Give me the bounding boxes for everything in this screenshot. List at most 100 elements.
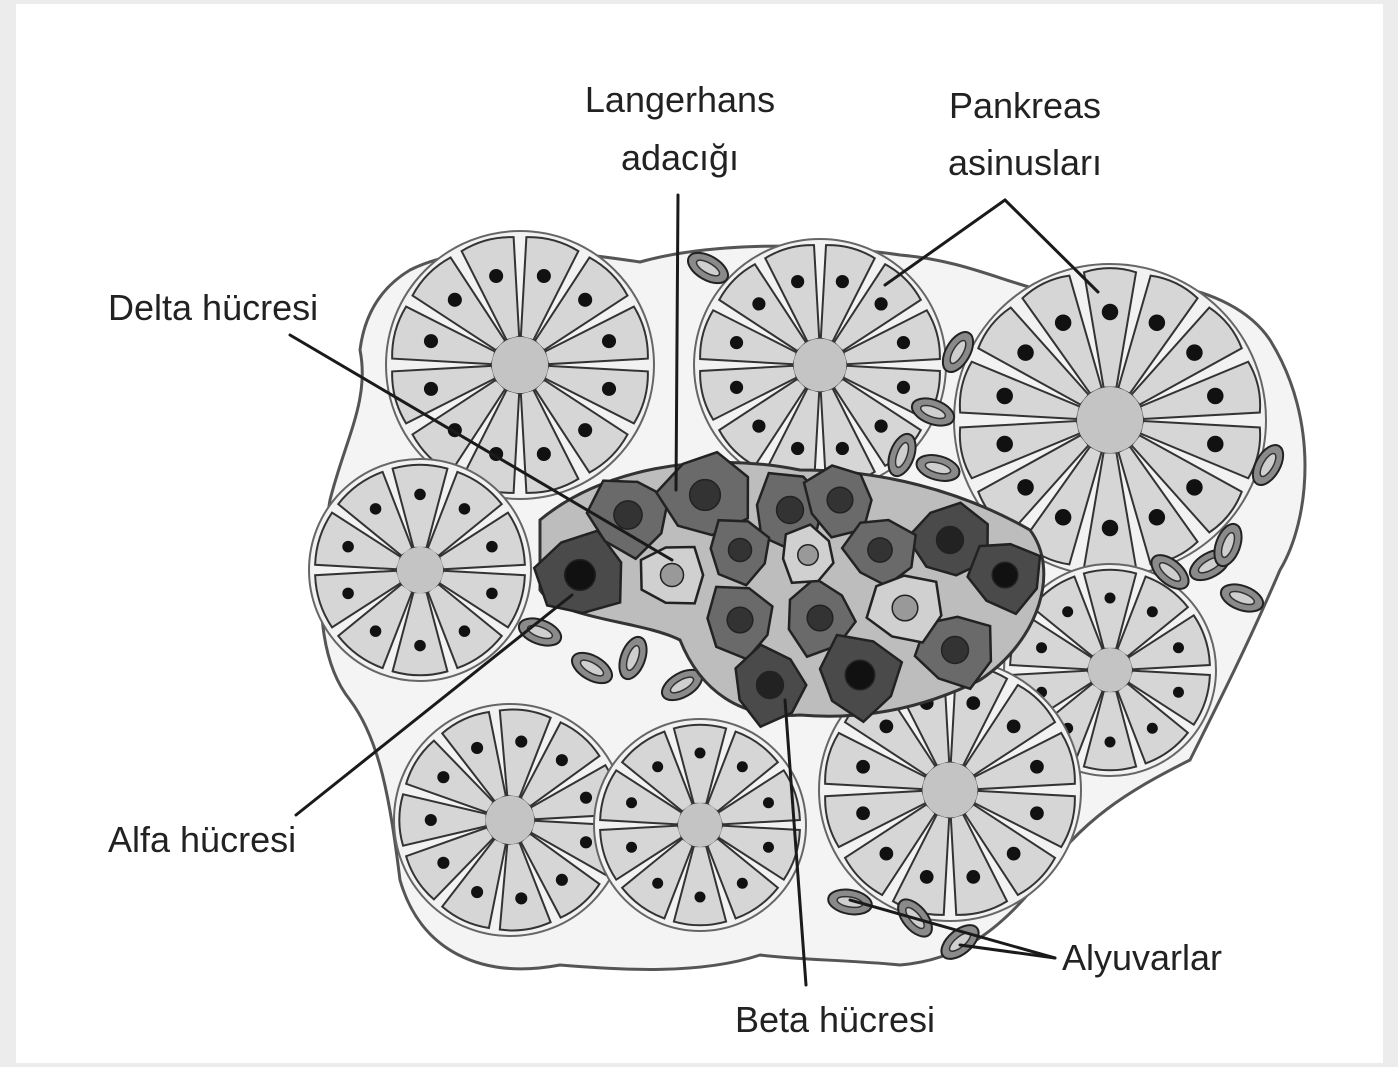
acinus bbox=[594, 719, 806, 931]
cell-nucleus bbox=[920, 870, 934, 884]
islet-cell-nucleus bbox=[727, 607, 753, 633]
cell-nucleus bbox=[1062, 606, 1073, 617]
cell-nucleus bbox=[730, 381, 743, 394]
islet-cell-nucleus bbox=[614, 501, 642, 529]
islet-cell-nucleus bbox=[992, 562, 1018, 588]
islet-cell-nucleus bbox=[892, 595, 918, 621]
islet-cell-nucleus bbox=[942, 637, 969, 664]
cell-nucleus bbox=[537, 447, 551, 461]
cell-nucleus bbox=[425, 814, 437, 826]
cell-nucleus bbox=[996, 388, 1013, 405]
cell-nucleus bbox=[1147, 606, 1158, 617]
islet-cell-nucleus bbox=[660, 563, 683, 586]
cell-nucleus bbox=[424, 334, 438, 348]
cell-nucleus bbox=[966, 696, 980, 710]
cell-nucleus bbox=[486, 541, 498, 553]
cell-nucleus bbox=[471, 742, 483, 754]
cell-nucleus bbox=[424, 382, 438, 396]
cell-nucleus bbox=[966, 870, 980, 884]
cell-nucleus bbox=[791, 275, 804, 288]
cell-nucleus bbox=[515, 736, 527, 748]
islet-cell-nucleus bbox=[845, 660, 874, 689]
islet-cell-nucleus bbox=[937, 527, 964, 554]
cell-nucleus bbox=[856, 806, 870, 820]
cell-nucleus bbox=[1055, 509, 1072, 526]
islet-cell-nucleus bbox=[777, 497, 804, 524]
cell-nucleus bbox=[578, 293, 592, 307]
cell-nucleus bbox=[342, 541, 354, 553]
cell-nucleus bbox=[1173, 642, 1184, 653]
cell-nucleus bbox=[737, 878, 748, 889]
cell-nucleus bbox=[1055, 314, 1072, 331]
cell-nucleus bbox=[342, 588, 354, 600]
cell-nucleus bbox=[626, 797, 637, 808]
cell-nucleus bbox=[471, 886, 483, 898]
cell-nucleus bbox=[1186, 344, 1203, 361]
cell-nucleus bbox=[626, 842, 637, 853]
cell-nucleus bbox=[791, 442, 804, 455]
leader-langerhans bbox=[676, 195, 678, 490]
cell-nucleus bbox=[580, 836, 592, 848]
cell-nucleus bbox=[370, 503, 382, 515]
islet-cell-nucleus bbox=[690, 480, 721, 511]
islet-cell-nucleus bbox=[868, 538, 892, 562]
label-alfa: Alfa hücresi bbox=[108, 819, 296, 860]
cell-nucleus bbox=[1030, 806, 1044, 820]
cell-nucleus bbox=[602, 334, 616, 348]
label-beta: Beta hücresi bbox=[735, 999, 935, 1040]
acinus-lumen bbox=[923, 763, 978, 818]
cell-nucleus bbox=[1102, 304, 1119, 321]
label-pankreas-line2: asinusları bbox=[948, 142, 1102, 183]
cell-nucleus bbox=[652, 761, 663, 772]
cell-nucleus bbox=[856, 760, 870, 774]
cell-nucleus bbox=[578, 423, 592, 437]
cell-nucleus bbox=[486, 588, 498, 600]
cell-nucleus bbox=[763, 797, 774, 808]
acinus-lumen bbox=[492, 337, 548, 393]
acinus-lumen bbox=[1088, 648, 1132, 692]
cell-nucleus bbox=[1207, 388, 1224, 405]
cell-nucleus bbox=[1149, 314, 1166, 331]
cell-nucleus bbox=[515, 892, 527, 904]
cell-nucleus bbox=[1149, 509, 1166, 526]
acinus-lumen bbox=[794, 339, 847, 392]
cell-nucleus bbox=[1207, 436, 1224, 453]
acinus-lumen bbox=[1077, 387, 1143, 453]
cell-nucleus bbox=[752, 297, 765, 310]
islet-cell-nucleus bbox=[728, 538, 751, 561]
cell-nucleus bbox=[556, 754, 568, 766]
cell-nucleus bbox=[414, 640, 426, 652]
cell-nucleus bbox=[370, 625, 382, 637]
cell-nucleus bbox=[752, 419, 765, 432]
cell-nucleus bbox=[695, 892, 706, 903]
cell-nucleus bbox=[1036, 642, 1047, 653]
label-alyuvarlar: Alyuvarlar bbox=[1062, 937, 1222, 978]
label-langerhans-line1: Langerhans bbox=[585, 79, 775, 120]
cell-nucleus bbox=[1007, 847, 1021, 861]
acinus-lumen bbox=[678, 803, 722, 847]
cell-nucleus bbox=[537, 269, 551, 283]
islet-cell-nucleus bbox=[798, 545, 818, 565]
cell-nucleus bbox=[897, 336, 910, 349]
cell-nucleus bbox=[1017, 344, 1034, 361]
cell-nucleus bbox=[897, 381, 910, 394]
cell-nucleus bbox=[1186, 479, 1203, 496]
islet-cell-nucleus bbox=[827, 487, 853, 513]
cell-nucleus bbox=[1105, 593, 1116, 604]
acinus-lumen bbox=[486, 796, 534, 844]
leader-alyuvarlar-2 bbox=[960, 945, 1055, 958]
islet-cell-nucleus bbox=[807, 605, 833, 631]
cell-nucleus bbox=[1030, 760, 1044, 774]
acinus bbox=[309, 459, 531, 681]
cell-nucleus bbox=[1017, 479, 1034, 496]
cell-nucleus bbox=[437, 857, 449, 869]
cell-nucleus bbox=[602, 382, 616, 396]
cell-nucleus bbox=[737, 761, 748, 772]
cell-nucleus bbox=[730, 336, 743, 349]
cell-nucleus bbox=[1173, 687, 1184, 698]
cell-nucleus bbox=[1105, 737, 1116, 748]
label-pankreas-line1: Pankreas bbox=[949, 85, 1101, 126]
cell-nucleus bbox=[459, 503, 471, 515]
cell-nucleus bbox=[448, 293, 462, 307]
